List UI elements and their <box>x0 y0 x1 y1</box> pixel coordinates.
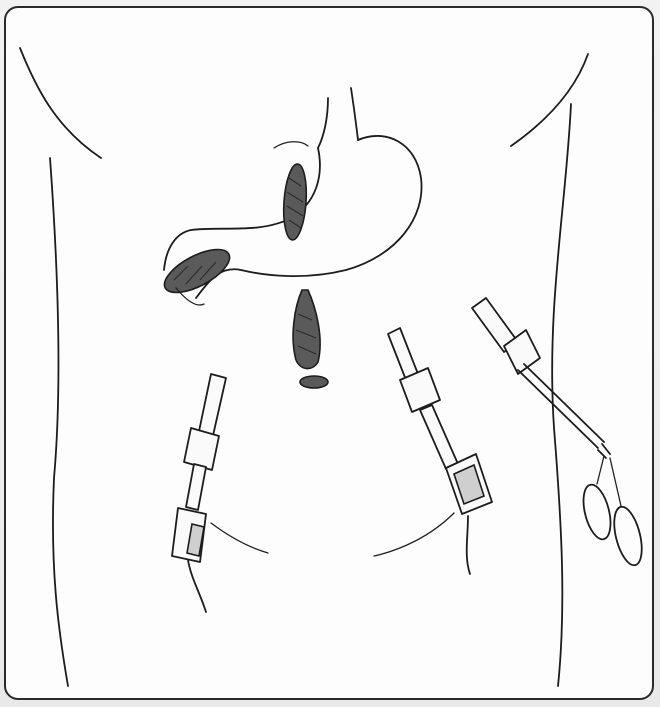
left-shoulder-line <box>20 48 101 158</box>
grasper-shaft-lower <box>518 370 598 448</box>
grasper-handle-right-ring <box>609 504 647 568</box>
left-trocar-collar <box>184 428 219 470</box>
grasper-handle-left-ring <box>579 482 616 542</box>
center-incision-icon <box>293 290 328 388</box>
left-trocar-tip <box>198 374 226 440</box>
left-trocar-cable <box>188 560 206 612</box>
left-trocar-port-icon <box>172 374 226 612</box>
laparoscopy-illustration <box>6 8 654 700</box>
grasper-shaft-upper <box>524 364 604 442</box>
stomach-fundus-arc <box>274 142 308 148</box>
center-trocar-tip <box>388 328 418 380</box>
left-flank-line <box>50 158 68 686</box>
upper-incision-icon <box>281 163 308 240</box>
esophagus-line-left <box>318 98 328 148</box>
left-trocar-shaft <box>186 464 206 510</box>
center-trocar-port-icon <box>388 328 492 574</box>
illustration-frame <box>4 6 654 700</box>
grasper-handle-arms <box>597 456 621 506</box>
left-lower-abdomen-curve <box>211 523 268 553</box>
stomach-greater-curvature <box>196 136 422 298</box>
center-trocar-cable <box>467 516 470 574</box>
right-lower-abdomen-curve <box>374 513 454 556</box>
right-shoulder-line <box>511 54 588 146</box>
center-trocar-shaft <box>420 405 458 469</box>
esophagus-line-right <box>351 88 358 140</box>
grasper-instrument-icon <box>472 298 647 568</box>
